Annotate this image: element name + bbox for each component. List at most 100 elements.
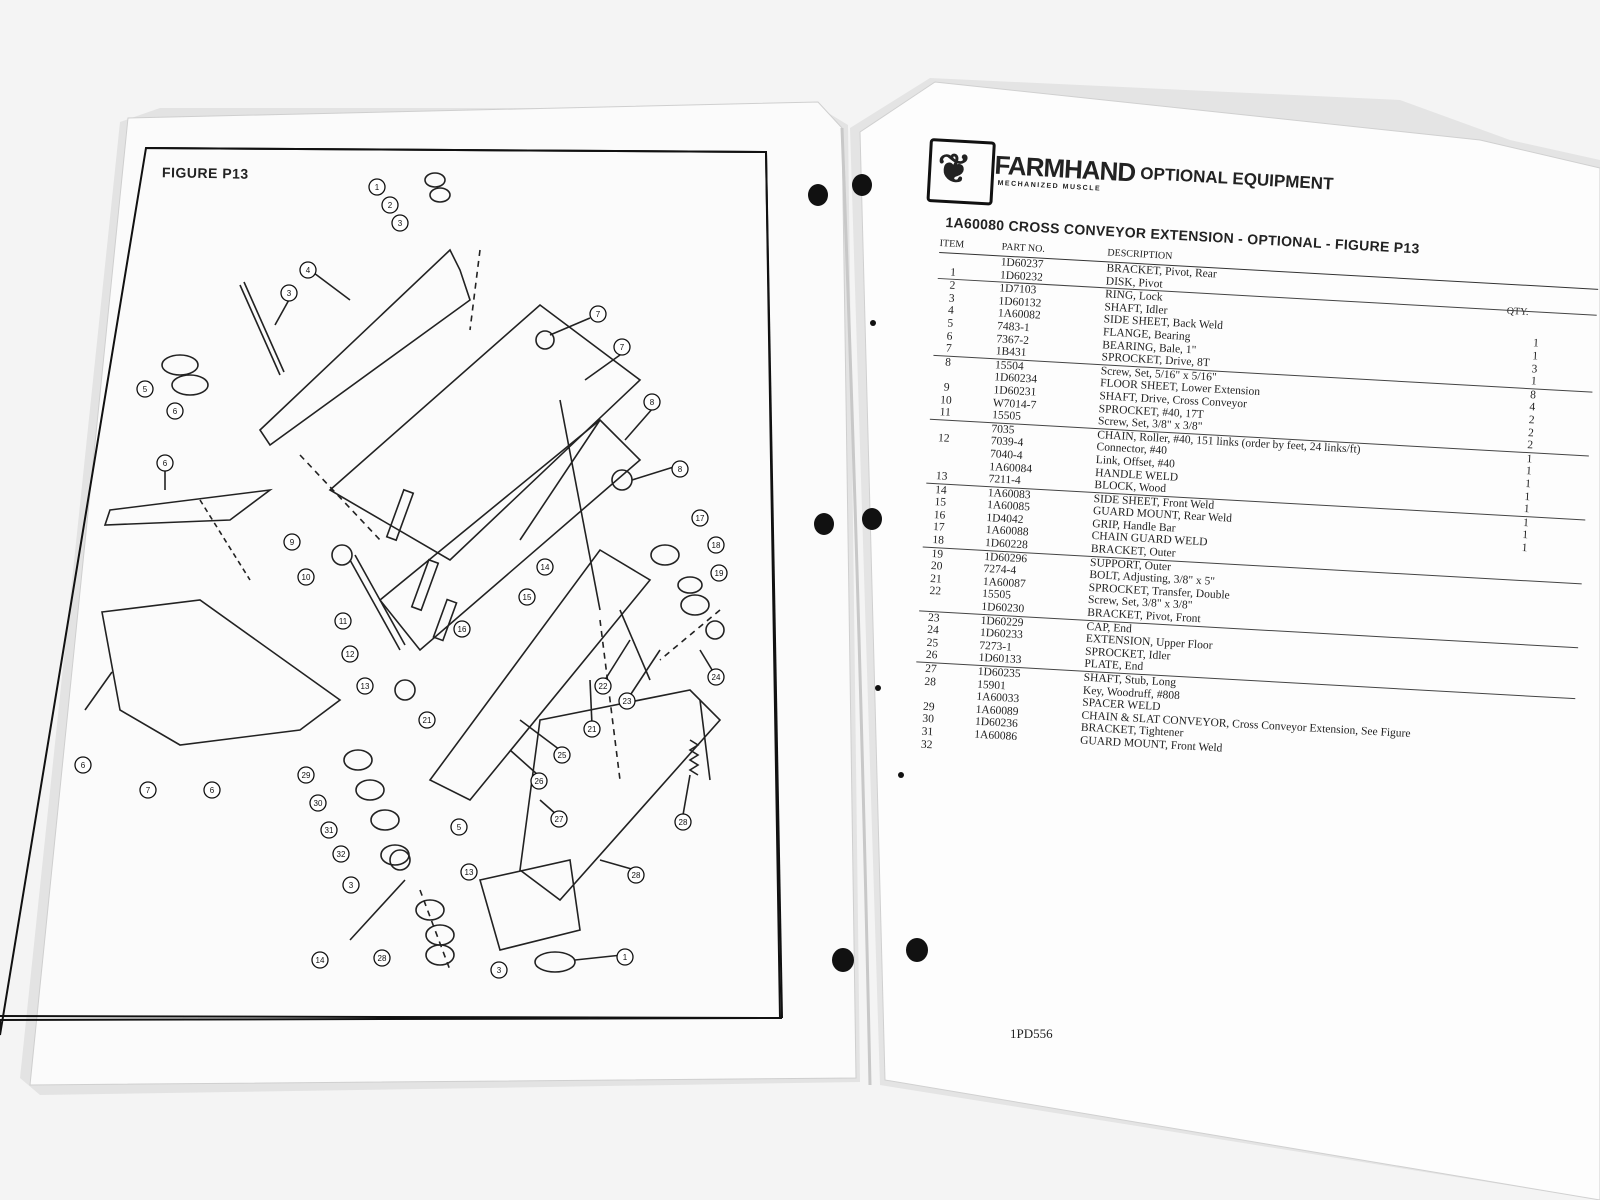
callout-circle: [320, 821, 338, 839]
callout-circle: [368, 178, 386, 196]
row-item: 32: [920, 738, 933, 751]
callout-number: 6: [210, 786, 215, 795]
binder-hole: [814, 513, 834, 535]
callout-number: 12: [346, 650, 355, 659]
row-qty: 1: [1521, 529, 1529, 542]
callout-number: 6: [81, 761, 86, 770]
callout-circle: [299, 261, 317, 279]
callout-number: 26: [535, 777, 544, 786]
callout-circle: [616, 948, 634, 966]
callout-circle: [530, 772, 548, 790]
binder-hole: [906, 938, 928, 962]
callout-circle: [691, 509, 709, 527]
small-dot: [898, 772, 904, 778]
callout-number: 21: [588, 725, 597, 734]
page-code: 1PD556: [1010, 1026, 1053, 1041]
callout-circle: [550, 810, 568, 828]
callout-circle: [280, 284, 298, 302]
header-part-no: PART NO.: [1001, 241, 1046, 255]
callout-number: 3: [398, 219, 403, 228]
callout-number: 7: [596, 310, 601, 319]
callout-number: 25: [558, 751, 567, 760]
callout-number: 30: [314, 799, 323, 808]
callout-circle: [618, 692, 636, 710]
callout-circle: [166, 402, 184, 420]
callout-circle: [373, 949, 391, 967]
row-qty: 4: [1529, 401, 1536, 414]
callout-number: 1: [623, 953, 628, 962]
callout-number: 4: [306, 266, 311, 275]
callout-number: 29: [302, 771, 311, 780]
binder-hole: [862, 508, 882, 530]
callout-circle: [309, 794, 327, 812]
callout-number: 32: [337, 850, 346, 859]
binder-hole: [808, 184, 828, 206]
callout-number: 31: [325, 826, 334, 835]
callout-number: 3: [287, 289, 292, 298]
callout-circle: [381, 196, 399, 214]
callout-number: 19: [715, 569, 724, 578]
binder-hole: [832, 948, 854, 972]
callout-circle: [453, 620, 471, 638]
logo-mark-icon: ❦: [936, 146, 973, 193]
callout-circle: [297, 568, 315, 586]
callout-number: 2: [388, 201, 393, 210]
callout-number: 15: [523, 593, 532, 602]
callout-number: 24: [712, 673, 721, 682]
callout-number: 7: [620, 343, 625, 352]
small-dot: [870, 320, 876, 326]
callout-circle: [450, 818, 468, 836]
callout-circle: [707, 536, 725, 554]
callout-number: 6: [173, 407, 178, 416]
callout-circle: [460, 863, 478, 881]
callout-number: 13: [465, 868, 474, 877]
row-qty: 1: [1532, 337, 1540, 350]
callout-circle: [671, 460, 689, 478]
callout-circle: [341, 645, 359, 663]
callout-number: 5: [457, 823, 462, 832]
callout-number: 14: [316, 956, 325, 965]
callout-circle: [311, 951, 329, 969]
farmhand-logo: ❦: [926, 138, 996, 206]
callout-number: 8: [650, 398, 655, 407]
header-description: DESCRIPTION: [1107, 247, 1173, 262]
row-qty: 1: [1523, 503, 1530, 516]
callout-number: 3: [349, 881, 354, 890]
callout-number: 11: [339, 617, 348, 626]
callout-number: 1: [375, 183, 380, 192]
callout-number: 3: [497, 966, 502, 975]
callout-circle: [139, 781, 157, 799]
binder-hole: [852, 174, 872, 196]
row-qty: 1: [1525, 465, 1532, 478]
row-qty: 3: [1531, 362, 1538, 376]
callout-circle: [203, 781, 221, 799]
header-item: ITEM: [939, 238, 965, 251]
callout-circle: [418, 711, 436, 729]
callout-circle: [391, 214, 409, 232]
callout-circle: [643, 393, 661, 411]
callout-number: 27: [555, 815, 564, 824]
callout-circle: [297, 766, 315, 784]
callout-circle: [536, 558, 554, 576]
callout-number: 14: [541, 563, 550, 572]
callout-number: 7: [146, 786, 151, 795]
callout-circle: [583, 720, 601, 738]
callout-number: 23: [623, 697, 632, 706]
row-item: [930, 419, 960, 421]
callout-number: 28: [632, 871, 641, 880]
callout-number: 17: [696, 514, 705, 523]
row-qty: 2: [1528, 414, 1535, 427]
callout-number: 28: [378, 954, 387, 963]
callout-circle: [490, 961, 508, 979]
callout-number: 9: [290, 538, 295, 547]
row-qty: 1: [1524, 477, 1532, 491]
callout-number: 22: [599, 682, 608, 691]
callout-number: 18: [712, 541, 721, 550]
callout-number: 28: [679, 818, 688, 827]
callout-circle: [332, 845, 350, 863]
callout-circle: [553, 746, 571, 764]
